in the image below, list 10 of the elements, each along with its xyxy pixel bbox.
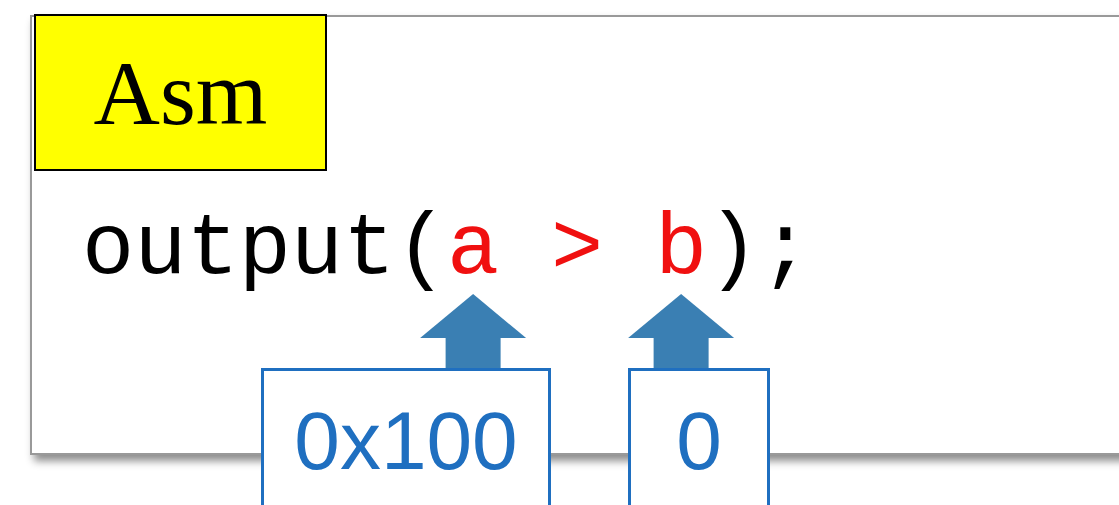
block-arrow (628, 294, 735, 368)
code-text: ); (707, 207, 812, 294)
code-text: output( (82, 207, 448, 294)
value-box: 0x100 (261, 368, 551, 505)
title-box: Asm (34, 14, 327, 171)
code-token: a (447, 207, 500, 294)
value-box: 0 (628, 368, 770, 505)
code-text: > (551, 207, 604, 294)
block-arrow (420, 294, 527, 368)
code-token: b (655, 207, 708, 294)
